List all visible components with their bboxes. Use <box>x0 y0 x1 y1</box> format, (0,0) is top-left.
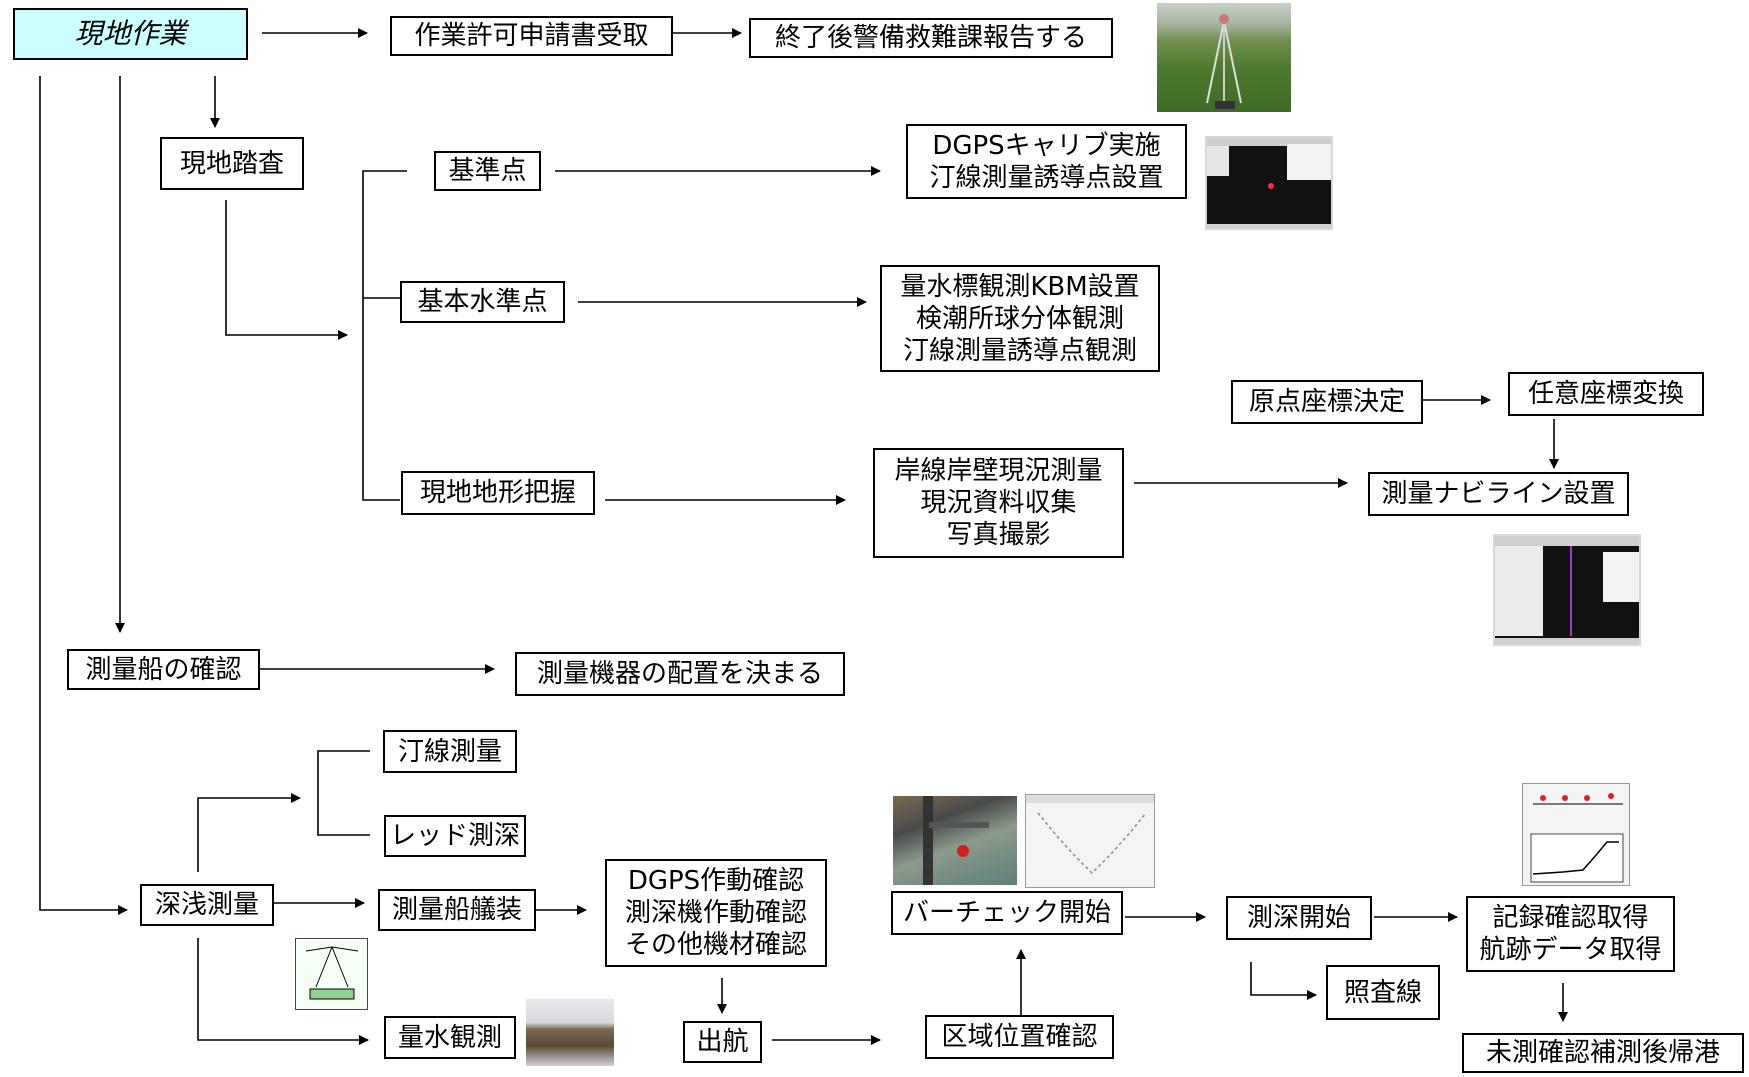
screen-icon <box>1207 138 1331 228</box>
node-label: 量水観測 <box>397 1022 502 1053</box>
node-label: 終了後警備救難課報告する <box>774 23 1087 53</box>
node-ryousui-kansoku: 量水観測 <box>384 1016 516 1059</box>
node-red: レッド測深 <box>384 815 526 857</box>
node-teisen: 汀線測量 <box>383 730 517 773</box>
vessel-icon <box>923 796 989 885</box>
node-label-line-2: 測深機作動確認 <box>624 898 807 928</box>
node-houkoku: 終了後警備救難課報告する <box>749 18 1113 58</box>
node-label-line-2: 汀線測量誘導点設置 <box>929 162 1164 193</box>
node-sokushin-kaishi: 測深開始 <box>1226 896 1372 940</box>
node-kijunten: 基準点 <box>434 151 541 191</box>
node-label-line-1: 記録確認取得 <box>1492 903 1649 933</box>
node-dgps: DGPSキャリブ実施 汀線測量誘導点設置 <box>906 124 1187 199</box>
node-label-line-2: 検潮所球分体観測 <box>915 303 1124 334</box>
node-label-line-1: DGPS作動確認 <box>627 866 805 896</box>
node-label: 現地地形把握 <box>419 478 576 508</box>
node-nin-i: 任意座標変換 <box>1508 372 1704 416</box>
node-genchi-sagyou: 現地作業 <box>13 8 248 60</box>
gps-diagram-icon <box>305 946 359 1000</box>
equipment-diagram-thumbnail <box>295 938 368 1010</box>
node-label: 測量ナビライン設置 <box>1381 479 1616 509</box>
screen-icon <box>1495 536 1639 644</box>
node-label: 出航 <box>696 1027 749 1057</box>
node-label: 現地作業 <box>74 17 187 50</box>
survey-vessel-photo <box>893 796 1017 885</box>
survey-tripod-photo <box>1157 3 1291 112</box>
chart-icon <box>1026 795 1154 875</box>
node-label: 未測確認補測後帰港 <box>1485 1038 1720 1068</box>
node-label: 照査線 <box>1343 977 1422 1008</box>
node-label: 汀線測量 <box>397 736 502 767</box>
node-kuiki: 区域位置確認 <box>925 1015 1114 1059</box>
node-genchi-chikei: 現地地形把握 <box>401 471 595 515</box>
node-ganzen: 岸線岸壁現況測量 現況資料収集 写真撮影 <box>873 448 1124 558</box>
node-label: 測量船艤装 <box>391 895 522 925</box>
node-genchi-tousa: 現地踏査 <box>160 137 304 190</box>
node-label-line-3: その他機材確認 <box>624 930 807 960</box>
node-label: 基準点 <box>448 156 527 186</box>
node-label: バーチェック開始 <box>902 898 1111 928</box>
bar-check-chart-screenshot <box>1025 794 1155 888</box>
node-label: 深浅測量 <box>154 890 259 920</box>
tripod-icon <box>1206 14 1242 109</box>
node-label-line-2: 現況資料収集 <box>920 488 1077 518</box>
node-label: 基本水準点 <box>417 287 548 317</box>
record-chart-screenshot <box>1522 783 1630 886</box>
node-gisou: 測量船艤装 <box>378 889 536 931</box>
node-label: レッド測深 <box>389 821 520 851</box>
node-label: 区域位置確認 <box>941 1022 1098 1052</box>
node-kyoka: 作業許可申請書受取 <box>390 16 673 56</box>
node-label: 測量船の確認 <box>85 654 242 685</box>
node-label: 現地踏査 <box>179 148 284 179</box>
node-genten: 原点座標決定 <box>1231 380 1423 424</box>
node-ryousui: 量水標観測KBM設置 検潮所球分体観測 汀線測量誘導点観測 <box>880 265 1160 372</box>
node-label-line-3: 写真撮影 <box>946 520 1051 550</box>
node-label: 原点座標決定 <box>1248 387 1405 417</box>
node-shukkou: 出航 <box>683 1021 762 1063</box>
node-label: 測量機器の配置を決まる <box>536 659 823 689</box>
node-label: 作業許可申請書受取 <box>414 21 649 51</box>
node-label-line-1: 量水標観測KBM設置 <box>900 271 1140 302</box>
node-kiki-haichi: 測量機器の配置を決まる <box>515 652 845 696</box>
chart-icon <box>1530 793 1624 883</box>
node-kaerikou: 未測確認補測後帰港 <box>1462 1033 1744 1073</box>
node-kiroku: 記録確認取得 航跡データ取得 <box>1466 896 1675 972</box>
node-label: 測深開始 <box>1246 903 1351 933</box>
node-label-line-1: 岸線岸壁現況測量 <box>894 456 1103 486</box>
node-bar-check: バーチェック開始 <box>891 891 1123 935</box>
node-navi: 測量ナビライン設置 <box>1368 472 1629 516</box>
node-label-line-2: 航跡データ取得 <box>1479 935 1662 965</box>
node-label-line-1: DGPSキャリブ実施 <box>932 130 1161 161</box>
node-shinsen: 深浅測量 <box>140 884 274 926</box>
navigation-software-screenshot <box>1493 534 1641 646</box>
node-kihon-suijunten: 基本水準点 <box>400 281 565 323</box>
node-sokuryousen-kakunin: 測量船の確認 <box>67 649 260 690</box>
node-label: 任意座標変換 <box>1527 379 1684 409</box>
dgps-software-screenshot <box>1205 136 1333 230</box>
node-shousasen: 照査線 <box>1326 965 1440 1020</box>
node-sadou: DGPS作動確認 測深機作動確認 その他機材確認 <box>605 859 827 967</box>
node-label-line-3: 汀線測量誘導点観測 <box>902 335 1137 366</box>
tide-gauge-photo <box>526 999 614 1066</box>
